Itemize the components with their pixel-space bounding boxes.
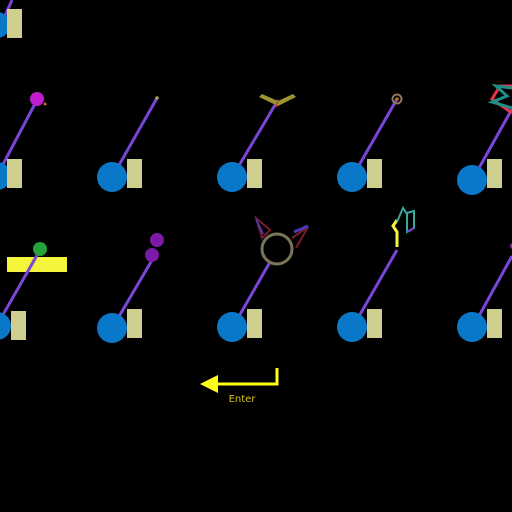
pendulum-arm (0, 99, 39, 171)
pendulum-ball (457, 165, 487, 195)
base-block (127, 159, 142, 188)
pendulum-ball (97, 313, 127, 343)
pendulum-ball (337, 312, 367, 342)
purple-dot-tip (150, 233, 164, 247)
teal-zigzag-tip (487, 83, 512, 110)
return-arrow-shaft[interactable] (217, 368, 279, 386)
pendulum-tile (0, 0, 22, 38)
left-horn-edge (255, 218, 264, 235)
pendulum-ball (0, 312, 11, 340)
base-block (247, 159, 262, 188)
pendulum-tile (217, 215, 309, 342)
ring-tip (260, 232, 294, 266)
pendulum-ball (217, 162, 247, 192)
left-horn (254, 215, 272, 240)
magenta-dot-tip (30, 92, 44, 106)
pendulum-tile (337, 93, 403, 192)
pendulum-arm (0, 249, 42, 321)
enter-label[interactable]: Enter (229, 394, 257, 405)
yellow-hook-tip (391, 219, 399, 247)
return-arrow-icon[interactable] (200, 368, 279, 393)
pendulum-tile (0, 92, 47, 190)
pendulum-arm (112, 254, 157, 326)
pendulum-tile (457, 243, 512, 342)
pendulum-ball (217, 312, 247, 342)
olive-chevron-tip (259, 94, 296, 106)
ringed-dot-tip (391, 93, 403, 105)
pendulum-arm (472, 108, 512, 178)
spark-dot (43, 102, 47, 106)
base-block (487, 159, 502, 188)
chevron-joint (275, 99, 279, 108)
pendulum-arm (112, 97, 159, 175)
pendulum-tile (217, 94, 296, 192)
base-block (487, 309, 502, 338)
yellow-bar (7, 257, 67, 272)
enter-button[interactable]: Enter (200, 368, 279, 405)
pendulum-ball (97, 162, 127, 192)
base-block (247, 309, 262, 338)
purple-dot-tip (145, 248, 159, 262)
base-block (367, 309, 382, 338)
base-block (11, 311, 26, 340)
return-arrow-head[interactable] (200, 375, 218, 393)
pendulum-tile (0, 242, 67, 340)
base-block (367, 159, 382, 188)
pendulum-arm (352, 249, 399, 326)
base-block (127, 309, 142, 338)
pendulum-arm (232, 99, 280, 175)
pendulum-arm (352, 98, 399, 175)
pendulum-ball (457, 312, 487, 342)
base-block (7, 159, 22, 188)
green-dot-tip (33, 242, 47, 256)
pendulum-tile (457, 83, 512, 195)
base-block (7, 9, 22, 38)
pendulum-tile (97, 96, 159, 192)
pendulum-tile (337, 205, 415, 342)
right-horn-edge (293, 224, 309, 234)
small-dot-tip (155, 96, 159, 100)
pendulum-ball (337, 162, 367, 192)
pendulum-tile (97, 233, 164, 343)
ringed-dot-core (395, 97, 399, 101)
teal-glyph-edge (406, 227, 415, 233)
pendulum-arm (472, 255, 512, 326)
